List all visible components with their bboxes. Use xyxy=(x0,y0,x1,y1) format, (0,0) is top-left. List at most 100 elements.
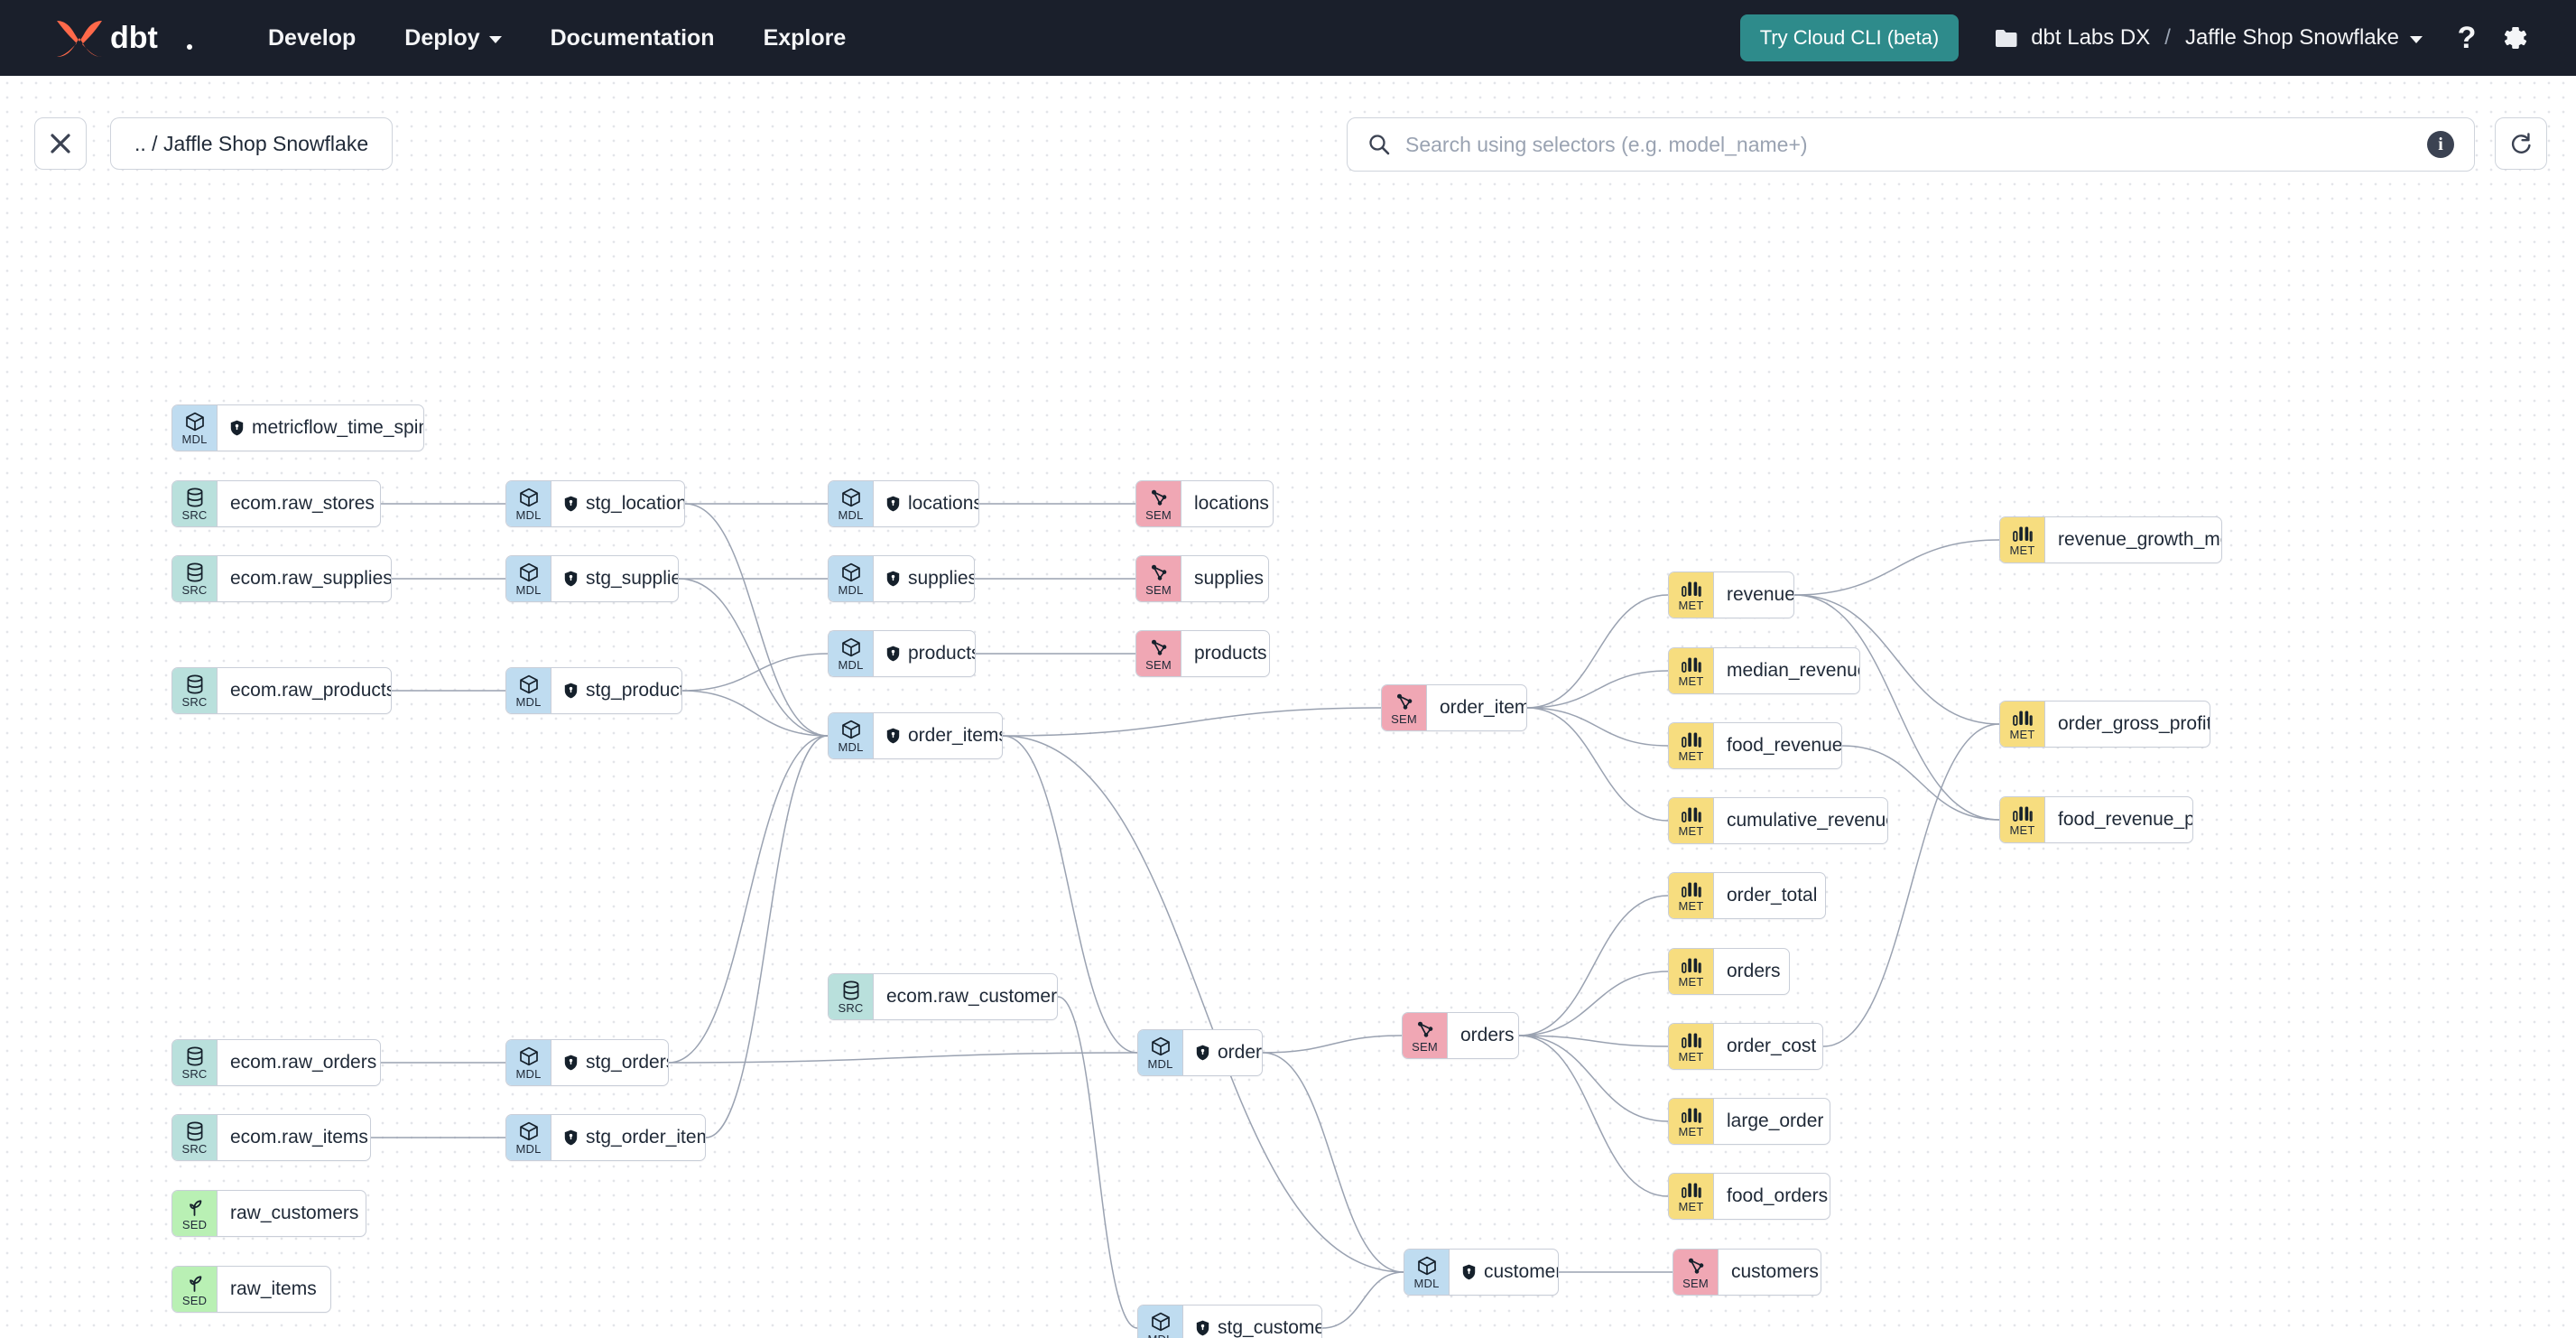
shield-icon xyxy=(230,420,244,436)
lineage-node-order_items[interactable]: MDL order_items xyxy=(828,712,1003,759)
dbt-x-logo-icon xyxy=(57,21,102,57)
node-type-label: SRC xyxy=(181,508,208,522)
node-label: ecom.raw_stores xyxy=(230,493,375,514)
node-body: metricflow_time_spine xyxy=(218,405,423,451)
node-label: ecom.raw_items xyxy=(230,1127,368,1148)
node-label: orders xyxy=(1460,1025,1515,1045)
lineage-node-stg_customers[interactable]: MDL stg_customers xyxy=(1137,1305,1322,1338)
lineage-node-stg_supplies[interactable]: MDL stg_supplies xyxy=(505,555,679,602)
lineage-search-box[interactable]: i xyxy=(1347,117,2475,172)
project-selector[interactable]: Jaffle Shop Snowflake xyxy=(2185,25,2423,51)
lineage-edge-stg_orders-to-order_items xyxy=(668,735,829,1064)
search-info-icon[interactable]: i xyxy=(2427,131,2454,158)
node-type-label: MDL xyxy=(515,1067,542,1081)
node-type-badge-mdl: MDL xyxy=(829,556,874,601)
lineage-node-supplies[interactable]: MDL supplies xyxy=(828,555,975,602)
close-lineage-button[interactable] xyxy=(34,117,87,170)
node-type-badge-mdl: MDL xyxy=(506,1040,551,1085)
cube-icon xyxy=(519,1046,538,1066)
database-icon xyxy=(843,980,858,1000)
nav-item-explore[interactable]: Explore xyxy=(739,16,871,60)
help-button[interactable]: ? xyxy=(2446,17,2488,59)
dbt-logo[interactable]: dbt xyxy=(31,17,197,59)
search-input[interactable] xyxy=(1405,132,2413,157)
node-label: order_item xyxy=(1440,697,1527,718)
lineage-edge-sem_order_item-to-met_cumulative_revenue xyxy=(1526,707,1669,822)
node-label: customers xyxy=(1731,1261,1819,1282)
node-label: customers xyxy=(1484,1261,1558,1282)
lineage-node-customers[interactable]: MDL customers xyxy=(1404,1249,1559,1296)
node-type-badge-mdl: MDL xyxy=(829,631,874,676)
lineage-edge-orders-to-sem_orders xyxy=(1262,1035,1403,1054)
node-body: ecom.raw_stores xyxy=(218,481,380,526)
lineage-node-metricflow_time_spine[interactable]: MDL metricflow_time_spine xyxy=(171,404,424,451)
node-label: orders xyxy=(1727,961,1781,981)
account-name[interactable]: dbt Labs DX xyxy=(2031,25,2151,50)
try-cloud-cli-button[interactable]: Try Cloud CLI (beta) xyxy=(1739,14,1960,61)
lineage-node-ecom_raw_stores[interactable]: SRC ecom.raw_stores xyxy=(171,480,381,527)
lineage-node-ecom_raw_items[interactable]: SRC ecom.raw_items xyxy=(171,1114,371,1161)
node-type-badge-mdl: MDL xyxy=(1138,1030,1183,1075)
node-type-label: MDL xyxy=(515,695,542,709)
lineage-node-products[interactable]: MDL products xyxy=(828,630,976,677)
seed-sprout-icon xyxy=(190,1199,202,1216)
lineage-node-stg_locations[interactable]: MDL stg_locations xyxy=(505,480,685,527)
lineage-canvas[interactable]: MDL metricflow_time_spine SRC ecom.raw_st… xyxy=(0,76,2576,1338)
lineage-node-orders[interactable]: MDL orders xyxy=(1137,1029,1263,1076)
database-icon xyxy=(187,1121,202,1141)
settings-button[interactable] xyxy=(2495,17,2536,59)
node-label: food_orders xyxy=(1727,1185,1829,1206)
node-label: ecom.raw_orders xyxy=(230,1052,377,1073)
node-body: customers xyxy=(1450,1250,1558,1295)
lineage-node-stg_order_items[interactable]: MDL stg_order_items xyxy=(505,1114,706,1161)
lineage-node-locations[interactable]: MDL locations xyxy=(828,480,979,527)
shield-icon xyxy=(1196,1045,1209,1061)
node-type-badge-sem: SEM xyxy=(1382,685,1427,730)
close-icon xyxy=(51,134,70,153)
node-body: supplies xyxy=(874,556,974,601)
lineage-node-sem_order_item[interactable]: SEM order_item xyxy=(1381,684,1527,731)
nav-item-deploy[interactable]: Deploy xyxy=(380,16,525,60)
node-body: stg_locations xyxy=(551,481,684,526)
nav-item-develop[interactable]: Develop xyxy=(244,16,380,60)
node-type-badge-src: SRC xyxy=(172,1115,218,1160)
breadcrumb-button[interactable]: .. / Jaffle Shop Snowflake xyxy=(110,117,394,170)
node-type-label: SRC xyxy=(181,1067,208,1081)
node-body: orders xyxy=(1714,949,1789,994)
node-type-label: MDL xyxy=(1413,1277,1440,1290)
node-type-label: MET xyxy=(2009,544,2035,557)
node-label: orders xyxy=(1218,1042,1263,1063)
cube-icon xyxy=(519,488,538,507)
refresh-lineage-button[interactable] xyxy=(2495,117,2547,170)
nav-item-documentation[interactable]: Documentation xyxy=(526,16,739,60)
lineage-node-stg_orders[interactable]: MDL stg_orders xyxy=(505,1039,669,1086)
metric-bars-icon xyxy=(2012,806,2033,822)
lineage-node-stg_products[interactable]: MDL stg_products xyxy=(505,667,682,714)
node-type-badge-sed: SED xyxy=(172,1191,218,1236)
node-type-label: SRC xyxy=(181,695,208,709)
lineage-node-ecom_raw_orders[interactable]: SRC ecom.raw_orders xyxy=(171,1039,381,1086)
database-icon xyxy=(187,562,202,582)
